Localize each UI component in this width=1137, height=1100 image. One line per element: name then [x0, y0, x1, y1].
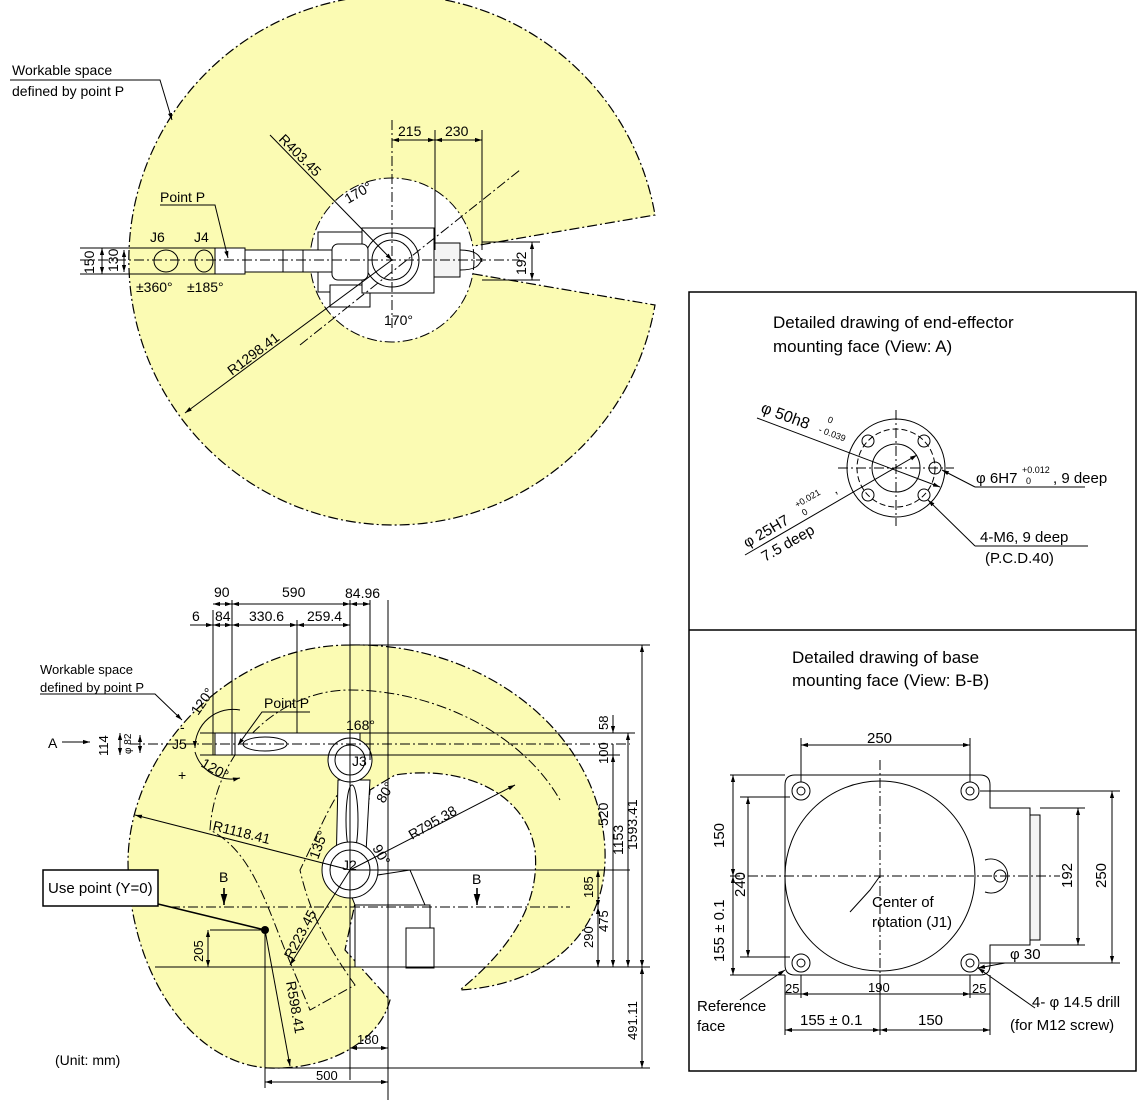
- side-j5-label: J5: [172, 736, 187, 752]
- base-dim-250-right: 250: [1093, 863, 1110, 888]
- side-dim-1593: 1593.41: [624, 799, 640, 850]
- side-dim-185: 185: [581, 876, 596, 898]
- side-dim-84-96: 84.96: [345, 585, 380, 601]
- base-center-label-1: Center of: [872, 894, 935, 911]
- use-point-marker: [261, 926, 269, 934]
- top-j4-label: J4: [194, 229, 209, 245]
- side-dim-290: 290: [581, 926, 596, 948]
- base-dim-150-bottom: 150: [918, 1012, 943, 1029]
- top-dim-150: 150: [81, 250, 97, 274]
- top-angle-170-bottom: 170°: [384, 312, 413, 328]
- base-dim-190: 190: [868, 980, 890, 995]
- base-phi30: φ 30: [1010, 946, 1041, 963]
- ee-phi6-tail: , 9 deep: [1053, 470, 1107, 487]
- side-j3-label: J3: [352, 753, 367, 769]
- top-j6-label: J6: [150, 229, 165, 245]
- side-minus-j5: -: [180, 719, 185, 735]
- base-dim-155-bottom: 155 ± 0.1: [800, 1012, 862, 1029]
- top-workable-label-1: Workable space: [12, 62, 112, 78]
- side-dim-475: 475: [596, 910, 611, 932]
- side-dim-100: 100: [596, 742, 611, 764]
- base-dim-25-left: 25: [785, 981, 799, 996]
- ee-phi25-tol-low: 0: [800, 507, 809, 518]
- top-view: Workable space defined by point P Point …: [10, 0, 656, 526]
- side-section-b-left: B: [219, 869, 228, 885]
- side-r795: R795.38: [406, 802, 460, 842]
- side-workable-label-2: defined by point P: [40, 680, 144, 695]
- side-dim-114: 114: [96, 735, 111, 756]
- side-workable-label-1: Workable space: [40, 662, 133, 677]
- top-dim-192: 192: [513, 251, 529, 275]
- ee-pcd: (P.C.D.40): [985, 550, 1054, 567]
- side-dim-491: 491.11: [625, 1001, 640, 1040]
- base-dim-25-right: 25: [972, 981, 986, 996]
- unit-label: (Unit: mm): [55, 1052, 120, 1068]
- top-workable-label-2: defined by point P: [12, 83, 124, 99]
- base-mount-detail: Detailed drawing of base mounting face (…: [697, 648, 1120, 1035]
- ee-phi6: φ 6H7: [976, 470, 1017, 487]
- ee-phi25-tail: ,: [829, 482, 840, 497]
- top-dim-130: 130: [105, 248, 121, 272]
- side-dim-205: 205: [191, 940, 206, 962]
- base-dim-150: 150: [711, 823, 728, 848]
- side-j2-label: J2: [342, 857, 357, 873]
- side-dim-590: 590: [282, 584, 306, 600]
- side-dim-520: 520: [595, 802, 611, 826]
- side-plus-j5: +: [178, 767, 186, 783]
- base-dim-250-top: 250: [867, 730, 892, 747]
- base-dim-240: 240: [732, 872, 749, 897]
- top-j4-range: ±185°: [187, 279, 224, 295]
- ee-phi50-tol-up: 0: [826, 414, 834, 425]
- use-point-box: [42, 869, 159, 907]
- base-title-1: Detailed drawing of base: [792, 648, 979, 667]
- side-dim-1153: 1153: [610, 825, 626, 855]
- base-reference-label-1: Reference: [697, 998, 766, 1015]
- base-reference-label-2: face: [697, 1018, 725, 1035]
- side-dim-500: 500: [316, 1068, 338, 1083]
- side-point-p-label: Point P: [264, 695, 309, 711]
- use-point-label: Use point (Y=0): [48, 880, 153, 897]
- base-center-label-2: rotation (J1): [872, 914, 952, 931]
- ee-m6: 4-M6, 9 deep: [980, 529, 1068, 546]
- base-drill-label: 4- φ 14.5 drill: [1032, 994, 1120, 1011]
- base-title-2: mounting face (View: B-B): [792, 671, 989, 690]
- side-section-b-right: B: [472, 871, 481, 887]
- top-point-p-label: Point P: [160, 189, 205, 205]
- side-dim-58: 58: [596, 716, 611, 730]
- ee-phi6-tol-low: 0: [1026, 476, 1031, 486]
- side-dim-84: 84: [215, 608, 231, 624]
- ee-title-2: mounting face (View: A): [773, 337, 952, 356]
- top-dim-230: 230: [445, 123, 469, 139]
- base-dim-155-left: 155 ± 0.1: [711, 900, 728, 962]
- base-dim-192: 192: [1059, 863, 1076, 888]
- top-dim-215: 215: [398, 123, 422, 139]
- side-view: 90 590 84.96 6 84 330.6 259.4 Workable s…: [40, 584, 650, 1100]
- side-dim-330-6: 330.6: [249, 608, 284, 624]
- side-angle-168: 168°: [346, 717, 375, 733]
- side-dim-phi82: φ 82: [123, 733, 134, 754]
- base-screw-label: (for M12 screw): [1010, 1017, 1114, 1034]
- top-base-foot: [329, 284, 371, 308]
- side-arrow-a-label: A: [48, 735, 58, 751]
- ee-phi6-tol-up: +0.012: [1022, 465, 1050, 475]
- top-connector: [433, 242, 461, 278]
- top-j6-range: ±360°: [136, 279, 173, 295]
- side-dim-90: 90: [214, 584, 230, 600]
- side-dim-259-4: 259.4: [307, 608, 342, 624]
- side-dim-6: 6: [192, 608, 200, 624]
- ee-title-1: Detailed drawing of end-effector: [773, 313, 1014, 332]
- side-dim-180: 180: [357, 1032, 379, 1047]
